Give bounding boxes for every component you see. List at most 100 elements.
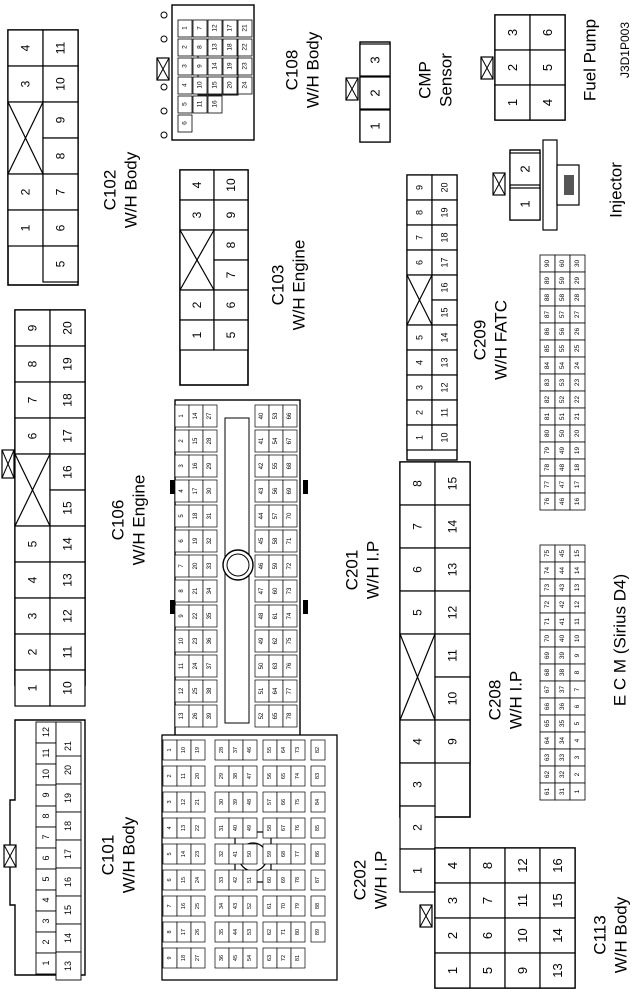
connector-desc: Injector: [607, 162, 626, 218]
pin-number: 75: [544, 550, 551, 558]
pin-number: 4: [411, 738, 425, 745]
lock-tab-icon: [419, 904, 433, 928]
pin-cell: [14, 525, 51, 563]
pin-number: 44: [559, 567, 566, 575]
pin-cell: [49, 309, 86, 347]
connector-c201: 1234567891011121314151617181920212223242…: [170, 399, 308, 746]
pin-number: 28: [574, 294, 581, 302]
pin-number: 26: [574, 328, 581, 336]
connector-desc: W/H Body: [120, 816, 139, 893]
pin-cell: [290, 843, 306, 865]
pin-cell: [359, 43, 391, 77]
pin-cell: [213, 169, 249, 201]
pin-number: 36: [207, 637, 213, 644]
pin-number: 57: [273, 512, 279, 519]
ecm-label: E C M (Sirius D4): [611, 574, 630, 706]
pin-number: 65: [281, 773, 287, 779]
pin-cell: [359, 76, 391, 110]
pin-number: 70: [287, 512, 293, 519]
pin-number: 41: [559, 618, 566, 626]
pin-number: 74: [295, 773, 301, 779]
pin-number: 77: [295, 851, 301, 857]
pin-number: 65: [544, 720, 551, 728]
pin-number: 10: [197, 81, 204, 89]
pin-number: 13: [181, 825, 187, 831]
pin-number: 11: [54, 41, 68, 54]
pin-number: 70: [544, 635, 551, 643]
pin-number: 87: [315, 877, 321, 883]
pin-number: 73: [295, 747, 301, 753]
pin-number: 74: [287, 612, 293, 619]
pin-number: 71: [544, 618, 551, 626]
pin-number: 18: [61, 393, 75, 407]
pin-number: 76: [544, 498, 551, 506]
connector-cmp: 123: [345, 41, 391, 143]
mount-hole: [160, 11, 168, 19]
latch: [170, 480, 175, 494]
pin-number: 11: [179, 662, 185, 669]
blank-pin-mark: [179, 229, 215, 291]
pin-number: 12: [41, 727, 51, 737]
pin-number: 2: [411, 824, 425, 831]
pin-cell: [406, 374, 433, 401]
pin-number: 71: [287, 537, 293, 544]
pin-cell: [434, 676, 471, 721]
pin-number: 2: [190, 301, 204, 308]
pin-number: 15: [446, 477, 460, 491]
pin-number: 85: [544, 345, 551, 353]
pin-number: 41: [233, 851, 239, 857]
pin-number: 6: [415, 260, 425, 265]
pin-number: 6: [179, 539, 185, 543]
pin-cell: [49, 561, 86, 599]
pin-cell: [179, 289, 215, 321]
pin-number: 39: [559, 652, 566, 660]
pin-number: 8: [179, 589, 185, 593]
pin-number: 20: [63, 765, 73, 775]
pin-number: 50: [559, 430, 566, 438]
pin-number: 89: [315, 929, 321, 935]
pin-number: 2: [26, 648, 40, 655]
pin-cell: [434, 952, 471, 989]
pin-number: 5: [415, 335, 425, 340]
pin-number: 62: [267, 929, 273, 935]
pin-number: 62: [273, 637, 279, 644]
pin-cell: [282, 654, 298, 678]
pin-number: 18: [227, 43, 234, 51]
pin-number: 9: [26, 324, 40, 331]
pin-number: 3: [368, 56, 383, 63]
pin-number: 57: [559, 311, 566, 319]
pin-cell: [290, 895, 306, 917]
connector-desc: W/H Engine: [290, 240, 309, 331]
connector-id: C113: [591, 915, 610, 954]
pin-cell: [237, 57, 253, 76]
connector-id: C108: [283, 50, 302, 91]
pin-number: 32: [219, 851, 225, 857]
pin-number: 6: [26, 432, 40, 439]
lock-tab-icon: [480, 56, 494, 80]
pin-number: 3: [167, 800, 173, 803]
pin-number: 75: [287, 637, 293, 644]
pin-cell: [179, 319, 215, 351]
pin-cell: [177, 57, 193, 76]
connector-ecm: 9089888786858483828180797877766059585756…: [539, 254, 586, 801]
pin-cell: [282, 579, 298, 603]
pin-number: 10: [54, 77, 68, 91]
pin-cell: [310, 765, 326, 787]
pin-number: 21: [195, 799, 201, 805]
pin-number: 13: [550, 963, 565, 977]
pin-number: 31: [219, 825, 225, 831]
pin-number: 12: [179, 687, 185, 694]
pin-cell: [242, 817, 258, 839]
pin-number: 3: [179, 464, 185, 468]
pin-number: 1: [574, 789, 581, 793]
pin-number: 61: [544, 788, 551, 796]
pin-cell: [399, 848, 436, 893]
pin-number: 38: [559, 669, 566, 677]
pin-number: 15: [574, 550, 581, 558]
pin-cell: [282, 404, 298, 428]
pin-number: 49: [247, 825, 253, 831]
